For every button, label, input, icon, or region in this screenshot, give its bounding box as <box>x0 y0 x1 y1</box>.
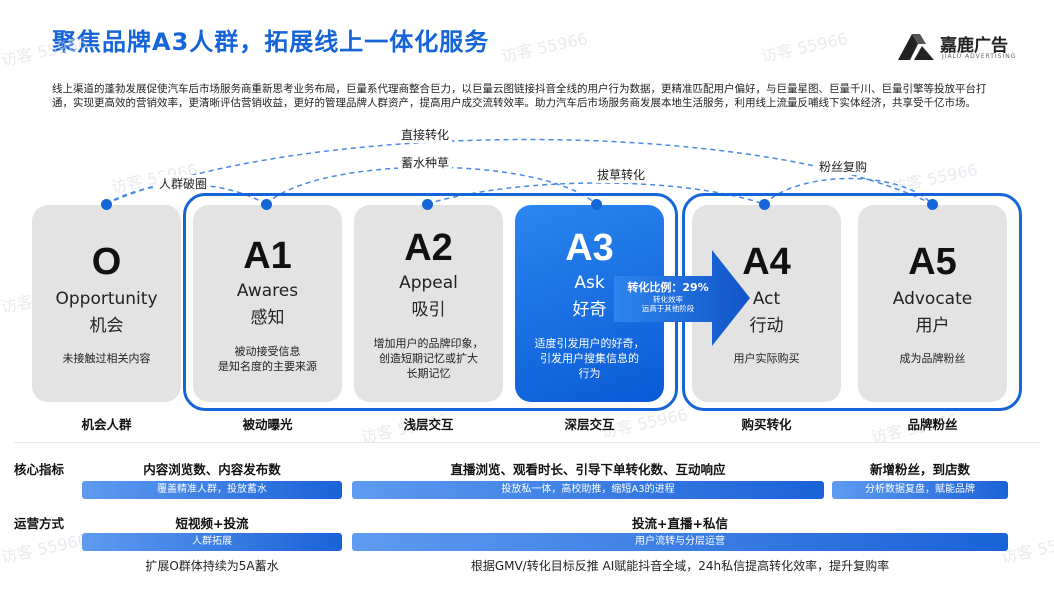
watermark: 访客 55966 <box>0 530 90 567</box>
card-desc: 被动接受信息 是知名度的主要来源 <box>218 345 317 373</box>
dot-a3 <box>591 199 602 210</box>
conversion-rate-main: 转化比例：29% <box>627 281 709 294</box>
logo-subtitle: JIALU ADVERTISING <box>942 53 1017 60</box>
ops-note-1: 扩展O群体持续为5A蓄水 <box>145 559 279 573</box>
card-cn: 吸引 <box>411 300 446 320</box>
divider <box>14 442 1040 443</box>
arc-label-breakout: 人群破圈 <box>156 175 211 192</box>
stage-label: 品牌粉丝 <box>907 417 958 432</box>
card-en: Ask <box>574 273 605 293</box>
stage-label: 机会人群 <box>81 417 132 432</box>
conversion-rate-sub2: 远高于其他阶段 <box>641 304 695 313</box>
logo-name: 嘉鹿广告 <box>940 36 1008 56</box>
core-metrics-label: 核心指标 <box>14 462 65 477</box>
card-letter: A2 <box>404 227 453 269</box>
card-letter: A1 <box>243 235 292 277</box>
core-metric-1: 内容浏览数、内容发布数 <box>143 462 281 477</box>
card-letter: O <box>91 241 122 283</box>
conversion-rate: 转化比例：29% 转化效率 远高于其他阶段 <box>616 278 720 320</box>
card-desc: 用户实际购买 <box>733 352 800 365</box>
arc-label-pull: 拔草转化 <box>594 166 649 183</box>
card-cn: 机会 <box>89 316 124 336</box>
card-letter: A3 <box>565 227 614 269</box>
core-metric-2: 直播浏览、观看时长、引导下单转化数、互动响应 <box>450 462 726 477</box>
ops-metric-1: 短视频+投流 <box>175 516 249 531</box>
arc-pull <box>426 182 765 205</box>
card-a2: A2 Appeal 吸引 增加用户的品牌印象， 创造短期记忆或扩大 长期记忆 <box>354 205 503 402</box>
card-a5: A5 Advocate 用户 成为品牌粉丝 <box>858 205 1007 402</box>
card-desc: 增加用户的品牌印象， 创造短期记忆或扩大 长期记忆 <box>373 337 484 380</box>
card-cn: 行动 <box>749 316 784 336</box>
ops-note-2: 根据GMV/转化目标反推 AI赋能抖音全域，24h私信提高转化效率，提升复购率 <box>470 559 890 573</box>
card-en: Advocate <box>892 289 973 309</box>
ops-bar-1: 人群拓展 <box>82 533 342 551</box>
logo-mark-icon <box>898 34 934 60</box>
stage-label: 浅层交互 <box>403 417 454 432</box>
card-cn: 感知 <box>250 308 285 328</box>
card-en: Appeal <box>399 273 458 293</box>
ops-metric-2: 投流+直播+私信 <box>632 516 728 531</box>
card-en: Act <box>752 289 781 309</box>
card-en: Awares <box>236 281 299 301</box>
card-a4: A4 Act 行动 用户实际购买 <box>692 205 841 402</box>
dot-a4 <box>759 199 770 210</box>
arc-label-seed: 蓄水种草 <box>398 154 453 171</box>
card-desc: 未接触过相关内容 <box>62 352 151 365</box>
stage-label: 被动曝光 <box>242 417 293 432</box>
page-title: 聚焦品牌A3人群，拓展线上一体化服务 <box>52 28 490 56</box>
arc-label-direct: 直接转化 <box>398 126 453 143</box>
card-cn: 用户 <box>915 316 950 336</box>
core-bar-1: 覆盖精准人群，投放蓄水 <box>82 481 342 499</box>
core-bar-3: 分析数据复盘，赋能品牌 <box>832 481 1008 499</box>
intro-paragraph: 线上渠道的蓬勃发展促使汽车后市场服务商重新思考业务布局，巨量系代理商整合巨力，以… <box>52 83 987 109</box>
dot-a5 <box>927 199 938 210</box>
dot-a2 <box>422 199 433 210</box>
card-cn: 好奇 <box>572 300 607 320</box>
stage-label: 购买转化 <box>741 417 792 432</box>
card-desc: 成为品牌粉丝 <box>899 352 966 365</box>
stage-label: 深层交互 <box>564 417 615 432</box>
card-o: O Opportunity 机会 未接触过相关内容 <box>32 205 181 402</box>
conversion-rate-sub1: 转化效率 <box>653 295 683 304</box>
card-letter: A4 <box>742 241 791 283</box>
card-en: Opportunity <box>55 289 158 309</box>
ops-label: 运营方式 <box>14 516 65 531</box>
card-desc: 适度引发用户的好奇， 引发用户搜集信息的 行为 <box>534 337 645 380</box>
arc-label-fans: 粉丝复购 <box>816 158 871 175</box>
dot-o <box>101 199 112 210</box>
core-bar-2: 投放私一体，高校助推，缩短A3的进程 <box>352 481 824 499</box>
card-letter: A5 <box>908 241 957 283</box>
conversion-arrow <box>614 250 750 346</box>
ops-bar-2: 用户流转与分层运营 <box>352 533 1008 551</box>
card-a1: A1 Awares 感知 被动接受信息 是知名度的主要来源 <box>193 205 342 402</box>
core-metric-3: 新增粉丝，到店数 <box>869 462 970 477</box>
dot-a1 <box>261 199 272 210</box>
